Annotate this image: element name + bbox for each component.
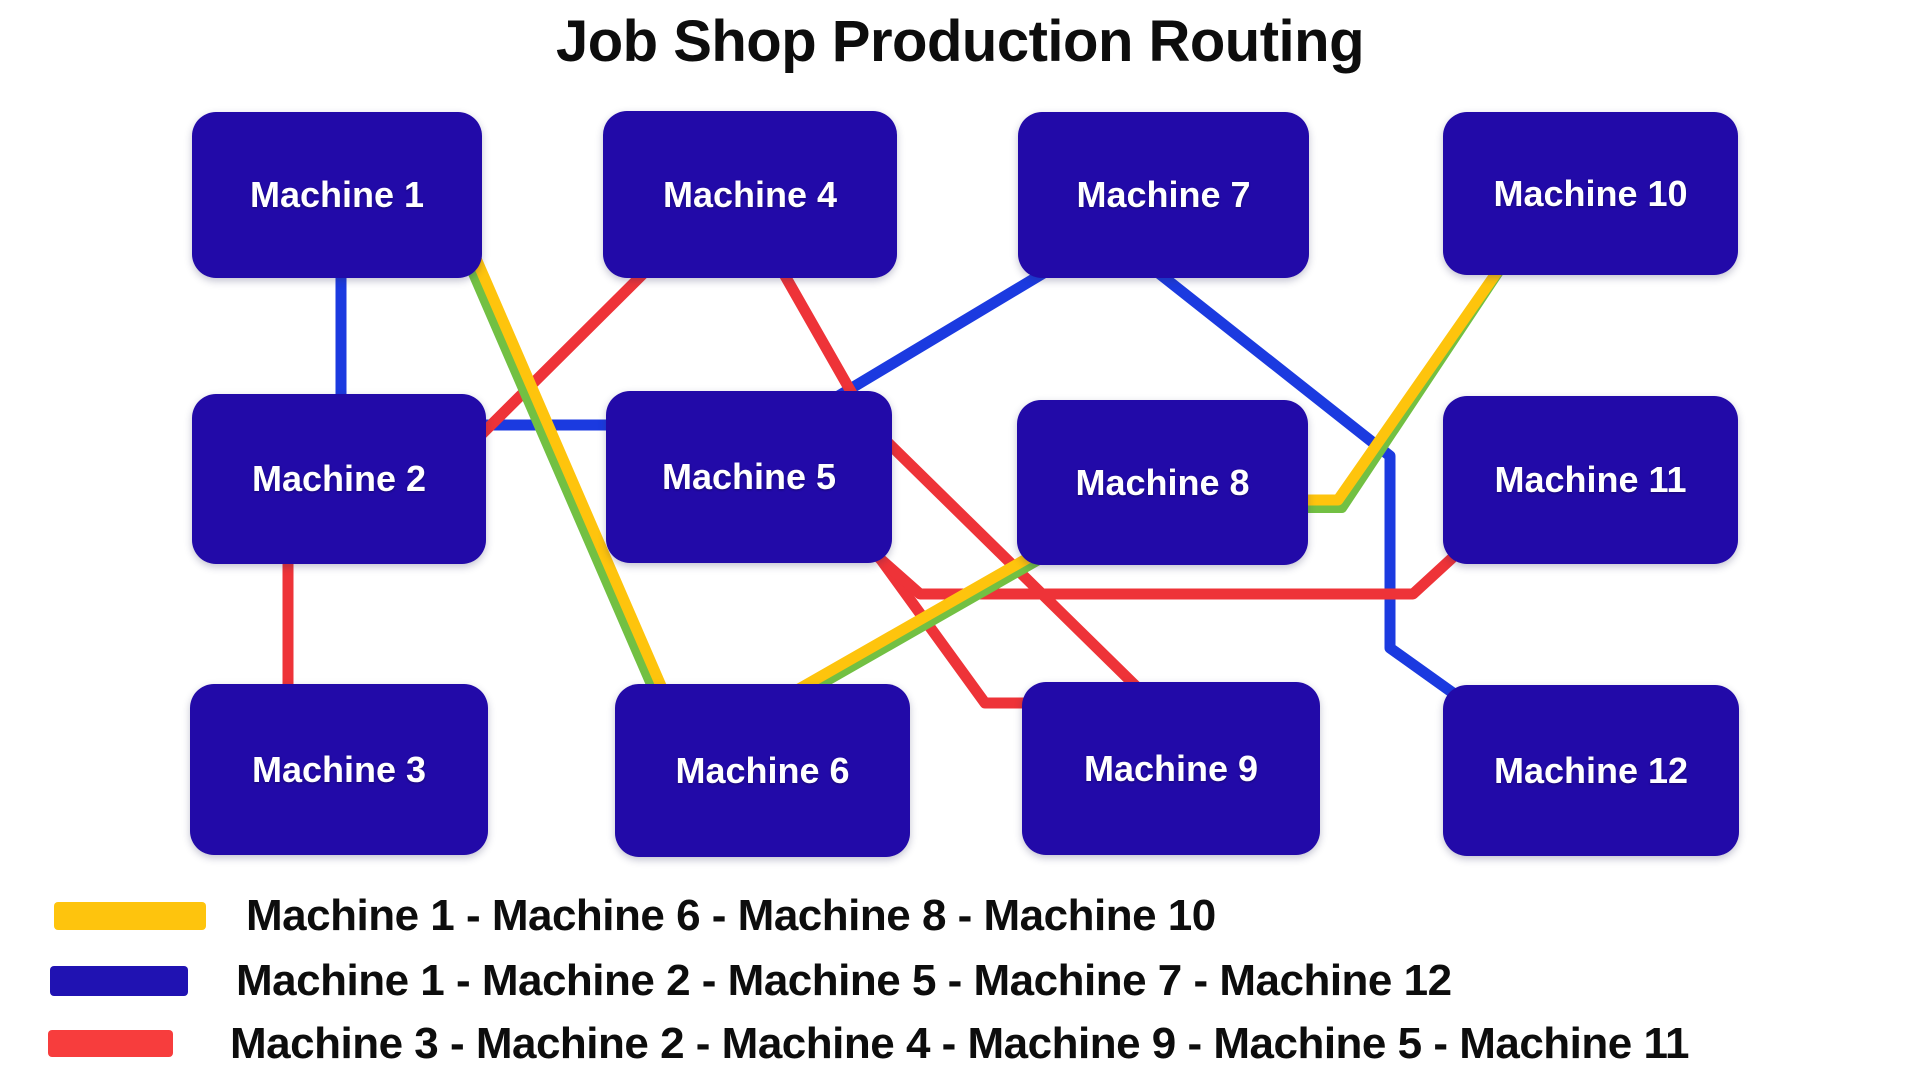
legend-label-yellow-route: Machine 1 - Machine 6 - Machine 8 - Mach… bbox=[246, 891, 1216, 940]
legend-label-blue-route: Machine 1 - Machine 2 - Machine 5 - Mach… bbox=[236, 956, 1452, 1005]
legend-label-red-route: Machine 3 - Machine 2 - Machine 4 - Mach… bbox=[230, 1019, 1689, 1068]
route-edge-yellow bbox=[462, 234, 674, 708]
route-edge-green bbox=[787, 552, 1049, 706]
route-edge-red bbox=[474, 254, 663, 442]
route-edge-blue bbox=[1136, 254, 1466, 704]
legend-swatch-yellow-route bbox=[54, 902, 206, 930]
route-edge-yellow bbox=[784, 544, 1048, 700]
legend-swatch-red-route bbox=[48, 1030, 173, 1057]
route-edge-green bbox=[454, 236, 664, 708]
page-title: Job Shop Production Routing bbox=[555, 9, 1365, 74]
route-edge-red bbox=[868, 544, 1040, 709]
route-edge-red bbox=[871, 543, 1468, 600]
legend-swatch-blue-route bbox=[50, 966, 188, 996]
